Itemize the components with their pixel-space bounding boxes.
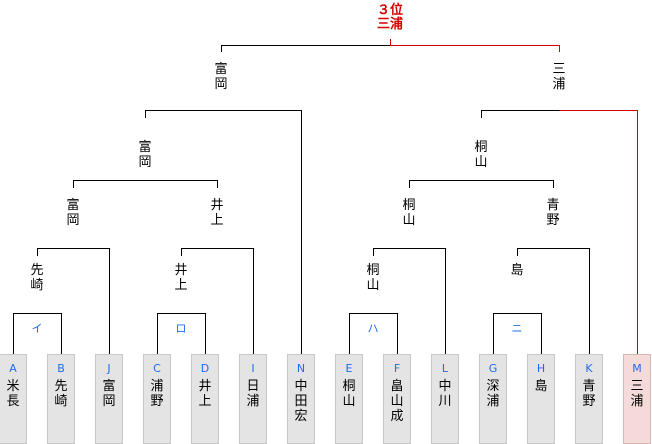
round1-winner: 桐山 [366, 263, 380, 293]
player-name: 三浦 [630, 379, 644, 409]
bracket-line [145, 110, 302, 354]
bracket-line [493, 313, 542, 354]
bracket-line [221, 45, 391, 52]
player-letter: I [251, 362, 255, 375]
player-box: K 青野 [575, 354, 603, 444]
player-name: 畠山成 [390, 379, 404, 424]
final-player: 三浦 [552, 62, 566, 92]
player-name: 日浦 [246, 379, 260, 409]
player-letter: K [585, 362, 593, 375]
winner-line [390, 39, 560, 52]
round2-winner: 富岡 [66, 198, 80, 228]
player-box: I 日浦 [239, 354, 267, 444]
bracket-line [373, 248, 446, 354]
player-box: A 米長 [0, 354, 27, 444]
round2-winner: 井上 [210, 198, 224, 228]
player-letter: J [107, 362, 111, 375]
bracket-line [157, 313, 206, 354]
player-letter: M [632, 362, 642, 375]
player-letter: A [9, 362, 17, 375]
player-name: 深浦 [486, 379, 500, 409]
player-letter: G [488, 362, 498, 375]
player-name: 先崎 [54, 379, 68, 409]
player-box: E 桐山 [335, 354, 363, 444]
round1-winner: 島 [510, 263, 524, 278]
third-place-name: 三浦 [376, 17, 403, 32]
player-box: J 富岡 [95, 354, 123, 444]
player-name: 米長 [6, 379, 20, 409]
round2-winner: 青野 [546, 198, 560, 228]
round2-winner: 桐山 [402, 198, 416, 228]
bracket-line [37, 248, 110, 354]
bracket-line [481, 110, 560, 118]
player-box: M 三浦 [623, 354, 651, 444]
player-box: N 中田宏 [287, 354, 315, 444]
player-letter: B [57, 362, 65, 375]
bracket-line [73, 180, 218, 188]
player-name: 桐山 [342, 379, 356, 409]
bracket-line [181, 248, 254, 354]
third-place-title: ３位 [376, 3, 403, 18]
player-letter: C [153, 362, 161, 375]
player-box: L 中川 [431, 354, 459, 444]
player-name: 浦野 [150, 379, 164, 409]
round1-winner: 先崎 [30, 263, 44, 293]
player-box: B 先崎 [47, 354, 75, 444]
bracket-line [13, 313, 62, 354]
player-name: 中田宏 [294, 379, 308, 424]
group-label: ロ [175, 322, 187, 335]
player-name: 島 [534, 379, 548, 394]
player-box: D 井上 [191, 354, 219, 444]
round3-winner: 桐山 [474, 140, 488, 170]
player-letter: H [536, 362, 546, 375]
player-name: 中川 [438, 379, 452, 409]
player-letter: L [441, 362, 449, 375]
bracket-line [409, 180, 554, 188]
bracket-line [517, 248, 590, 354]
group-label: ニ [511, 322, 523, 335]
bracket-line [349, 313, 398, 354]
player-letter: N [296, 362, 306, 375]
winner-line [559, 110, 638, 354]
final-player: 富岡 [214, 62, 228, 92]
player-box: G 深浦 [479, 354, 507, 444]
player-letter: D [200, 362, 210, 375]
player-name: 井上 [198, 379, 212, 409]
third-place: ３位 三浦 [370, 4, 410, 32]
round3-winner: 富岡 [138, 140, 152, 170]
player-letter: E [345, 362, 353, 375]
player-box: C 浦野 [143, 354, 171, 444]
group-label: ハ [367, 322, 379, 335]
player-letter: F [393, 362, 401, 375]
player-name: 富岡 [102, 379, 116, 409]
player-name: 青野 [582, 379, 596, 409]
group-label: イ [31, 322, 43, 335]
player-box: F 畠山成 [383, 354, 411, 444]
round1-winner: 井上 [174, 263, 188, 293]
